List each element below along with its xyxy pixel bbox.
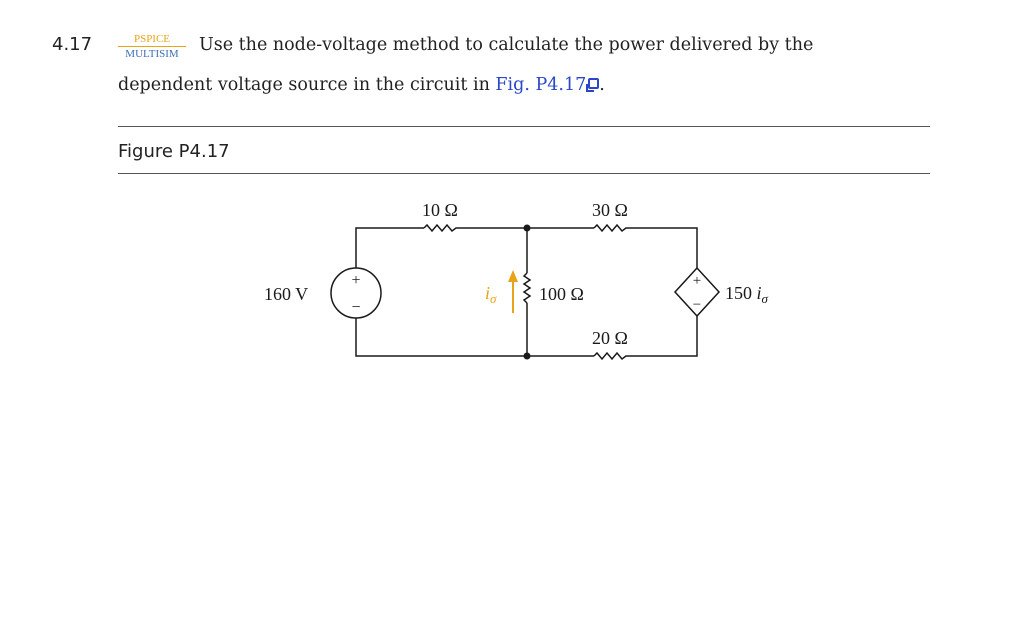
dep-sub: σ bbox=[762, 291, 769, 306]
resistor-100-ohm bbox=[522, 272, 532, 304]
resistor-10-ohm bbox=[423, 223, 527, 233]
current-sub: σ bbox=[490, 291, 497, 306]
badge-multisim: MULTISIM bbox=[125, 48, 179, 60]
dep-minus: − bbox=[693, 297, 701, 313]
current-label: iσ bbox=[485, 283, 497, 306]
dependent-source-label: 150 iσ bbox=[725, 283, 769, 306]
dep-var: i bbox=[757, 283, 762, 303]
resistor-20-ohm bbox=[593, 316, 698, 361]
current-arrow-icon bbox=[508, 270, 518, 313]
label-100-ohm: 100 Ω bbox=[539, 284, 584, 304]
problem-text-line1: Use the node-voltage method to calculate… bbox=[199, 35, 814, 55]
wire-left-bottom bbox=[355, 318, 527, 357]
label-20-ohm: 20 Ω bbox=[592, 328, 628, 348]
current-var: i bbox=[485, 283, 490, 303]
node-bottom bbox=[523, 352, 531, 360]
figure-title: Figure P4.17 bbox=[118, 141, 230, 162]
external-link-icon bbox=[586, 78, 600, 92]
label-30-ohm: 30 Ω bbox=[592, 200, 628, 220]
figure-link[interactable]: Fig. P4.17 bbox=[495, 75, 600, 95]
problem-number: 4.17 bbox=[52, 34, 93, 55]
label-10-ohm: 10 Ω bbox=[422, 200, 458, 220]
dependent-voltage-source bbox=[673, 266, 721, 318]
problem-text-prefix: dependent voltage source in the circuit … bbox=[118, 75, 496, 95]
problem-text-suffix: . bbox=[599, 75, 605, 95]
resistor-30-ohm bbox=[593, 223, 698, 268]
divider-top bbox=[118, 126, 930, 127]
dep-coeff: 150 bbox=[725, 283, 757, 303]
figure-link-label: Fig. P4.17 bbox=[495, 75, 587, 95]
vs-plus: + bbox=[351, 272, 360, 289]
badge-pspice: PSPICE bbox=[118, 33, 186, 47]
wire-left-top bbox=[355, 227, 424, 268]
divider-bottom bbox=[118, 173, 930, 174]
dep-plus: + bbox=[693, 273, 701, 289]
vs-minus: − bbox=[351, 299, 360, 316]
label-160v: 160 V bbox=[264, 284, 308, 304]
voltage-source-160v bbox=[330, 267, 382, 319]
node-top bbox=[523, 224, 531, 232]
problem-text-line2: dependent voltage source in the circuit … bbox=[118, 75, 605, 95]
software-badge: PSPICE MULTISIM bbox=[118, 33, 186, 60]
